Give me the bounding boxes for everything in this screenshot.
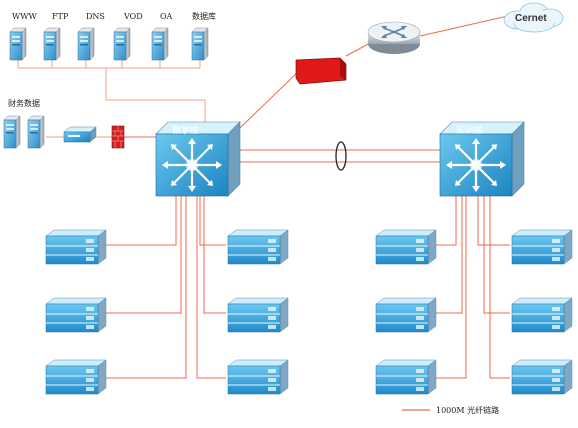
access-switch-r5 xyxy=(375,359,437,395)
server-database xyxy=(191,27,209,61)
access-switch-r3 xyxy=(375,297,437,333)
server-label-vod: VOD xyxy=(123,12,143,21)
finance-server-1 xyxy=(3,115,21,149)
finance-zone: 财务数据 xyxy=(3,98,125,149)
access-switch-r4 xyxy=(511,297,573,333)
main-firewall xyxy=(295,57,347,85)
access-switch-l3 xyxy=(45,297,107,333)
access-switch-l5 xyxy=(45,359,107,395)
access-switch-l4 xyxy=(227,297,289,333)
server-ftp xyxy=(43,27,61,61)
access-switch-l6 xyxy=(227,359,289,395)
core-switch-left: 教学楼 xyxy=(154,120,242,198)
access-switches-left xyxy=(45,229,289,395)
legend: 1000M 光纤链路 xyxy=(402,405,499,415)
cernet-label: Cernet xyxy=(515,13,547,24)
core-switch-left-label: 教学楼 xyxy=(172,124,199,136)
legend-text: 1000M 光纤链路 xyxy=(436,405,499,415)
finance-switch xyxy=(63,126,97,143)
server-label-database: 数据库 xyxy=(192,11,216,21)
finance-server-2 xyxy=(27,115,45,149)
finance-label: 财务数据 xyxy=(8,98,40,108)
access-switch-r1 xyxy=(375,229,437,265)
link-aggregation-ring xyxy=(335,141,347,171)
server-dns xyxy=(77,27,95,61)
core-switch-right: 实训楼 xyxy=(438,120,526,198)
server-farm: WWW FTP DNS VOD OA 数据库 xyxy=(9,11,216,61)
finance-firewall xyxy=(111,125,125,149)
core-switch-right-label: 实训楼 xyxy=(456,124,483,136)
server-www xyxy=(9,27,27,61)
server-label-dns: DNS xyxy=(86,12,105,21)
server-label-www: WWW xyxy=(12,12,37,21)
access-switch-l1 xyxy=(45,229,107,265)
cernet-cloud: Cernet xyxy=(503,2,564,33)
access-switch-l2 xyxy=(227,229,289,265)
server-label-ftp: FTP xyxy=(52,12,69,21)
access-switches-right xyxy=(375,229,573,395)
server-vod xyxy=(113,27,131,61)
server-label-oa: OA xyxy=(160,12,173,21)
access-switch-r6 xyxy=(511,359,573,395)
access-switch-r2 xyxy=(511,229,573,265)
router xyxy=(367,21,421,54)
fiber-links xyxy=(17,15,510,379)
server-oa xyxy=(151,27,169,61)
